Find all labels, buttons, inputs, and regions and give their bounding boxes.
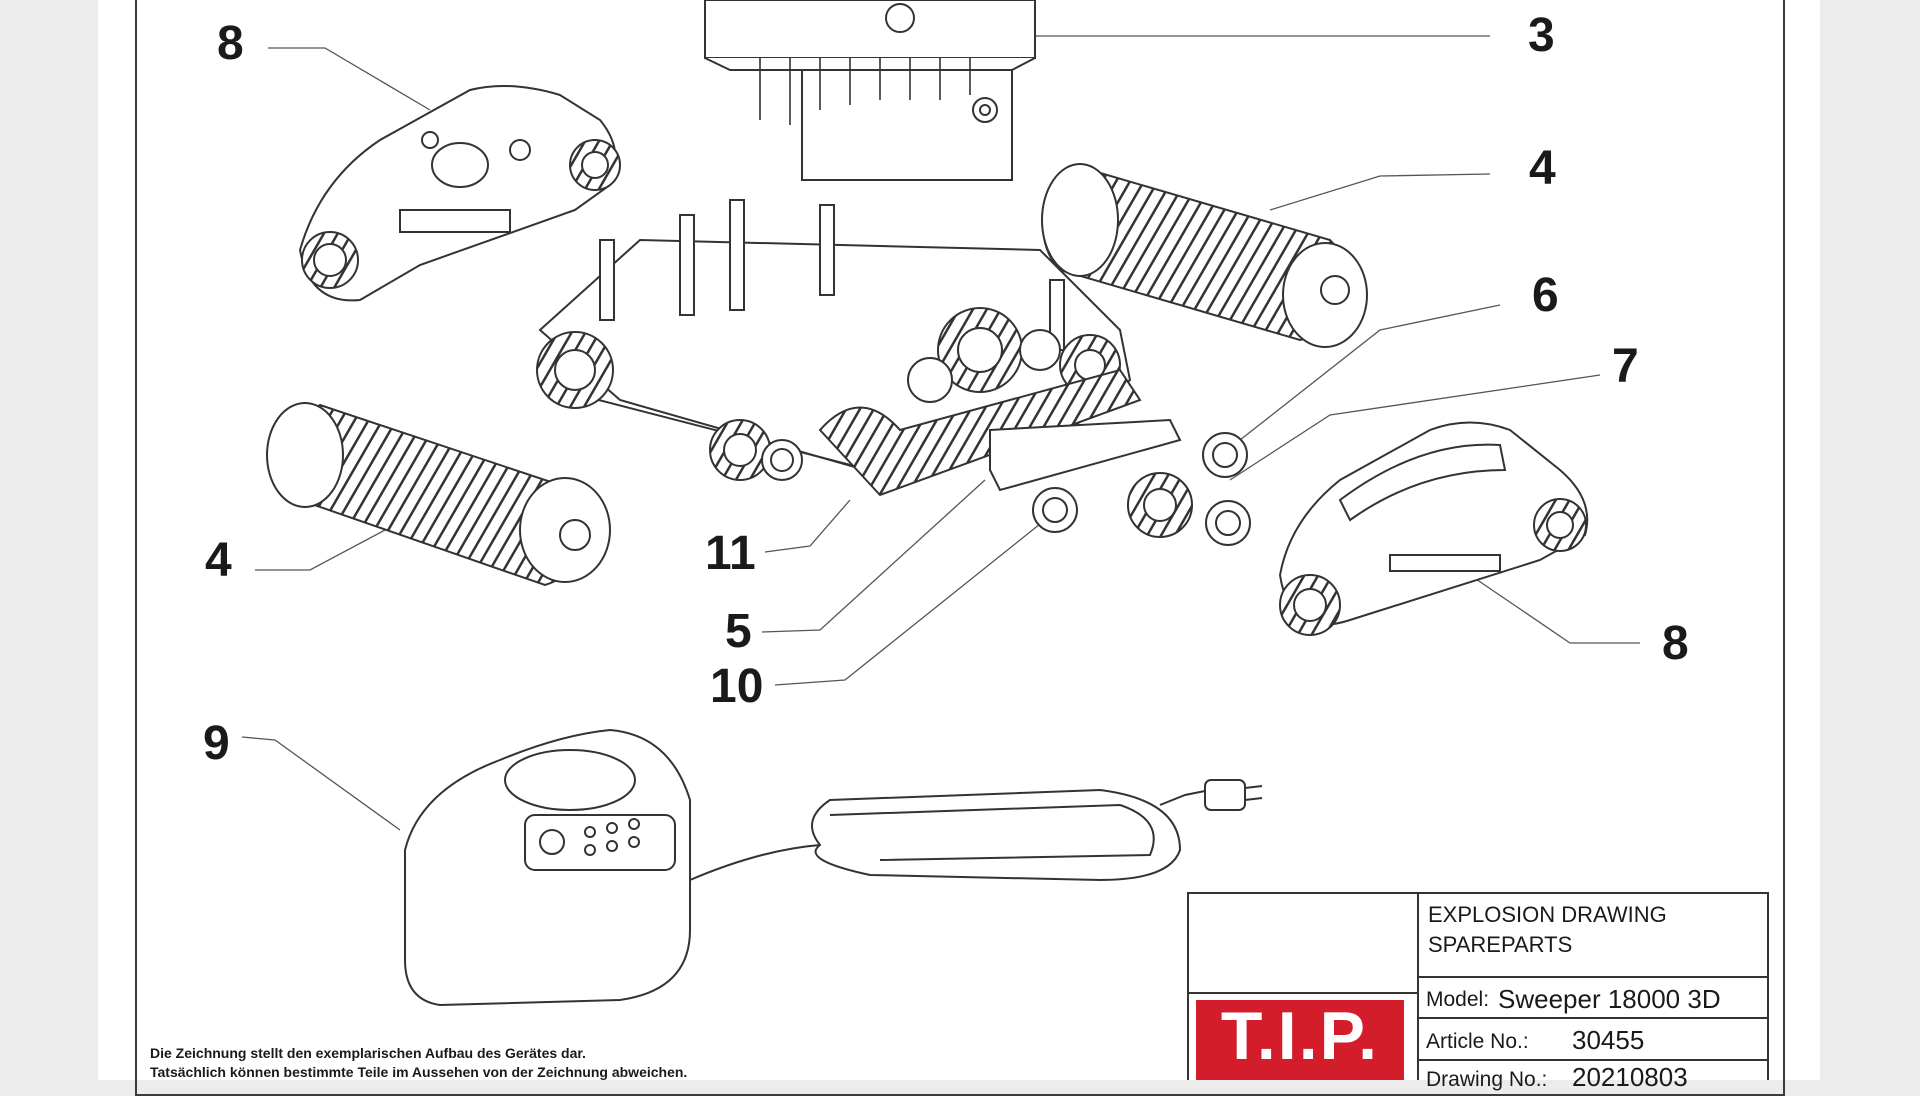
gear-and-bearing-parts [709, 419, 1251, 546]
power-supply-part [404, 728, 1263, 1007]
drawing-label: Drawing No.: [1426, 1068, 1548, 1091]
callout-4-top-right: 4 [1529, 142, 1556, 195]
article-value: 30455 [1572, 1025, 1645, 1055]
brush-roller-upper-part [1041, 163, 1368, 348]
callout-3: 3 [1528, 9, 1555, 62]
leader-lines [241, 35, 1640, 831]
callout-10: 10 [710, 660, 764, 713]
title-heading-1: EXPLOSION DRAWING [1428, 902, 1667, 927]
callout-8-top-left: 8 [217, 17, 244, 70]
brush-roller-lower-part [266, 402, 611, 587]
title-heading-2: SPAREPARTS [1428, 932, 1573, 957]
callout-5: 5 [725, 605, 752, 658]
callout-9: 9 [203, 717, 230, 770]
model-value: Sweeper 18000 3D [1498, 984, 1721, 1014]
callout-6: 6 [1532, 269, 1559, 322]
tip-logo: T.I.P. [1196, 1000, 1404, 1080]
side-cover-right-part [1278, 421, 1589, 636]
article-label: Article No.: [1426, 1030, 1529, 1053]
callout-7: 7 [1612, 340, 1639, 393]
callout-8-right: 8 [1662, 617, 1689, 670]
side-cover-left-part [298, 85, 621, 302]
model-label: Model: [1426, 988, 1490, 1011]
tip-logo-text: T.I.P. [1220, 1000, 1380, 1074]
chassis-part [536, 199, 1182, 497]
drawing-value: 20210803 [1572, 1062, 1688, 1092]
drawing-note-line2: Tatsächlich können bestimmte Teile im Au… [150, 1064, 688, 1080]
callout-4-left: 4 [205, 534, 232, 587]
motor-unit-part [704, 0, 1036, 181]
drawing-note-line1: Die Zeichnung stellt den exemplarischen … [150, 1045, 586, 1061]
callout-11: 11 [705, 527, 756, 580]
